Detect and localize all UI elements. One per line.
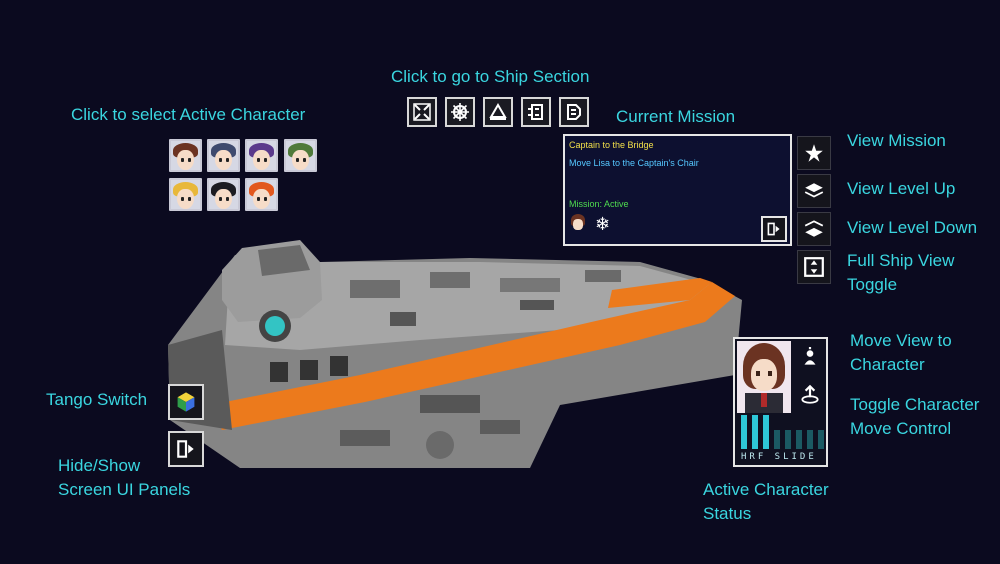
status-bar (763, 415, 769, 449)
science-icon (489, 103, 507, 120)
annot-view-mission: View Mission (847, 131, 946, 150)
dock-icon (567, 104, 581, 120)
character-portrait[interactable] (207, 178, 240, 211)
annot-view-level-down: View Level Down (847, 218, 978, 237)
mission-title: Captain to the Bridge (569, 140, 654, 150)
view-level-down-button[interactable] (797, 212, 831, 246)
character-portrait[interactable] (169, 139, 202, 172)
annot-full-ship-view-1: Full Ship View (847, 251, 955, 270)
active-character-status-panel: HRF SLIDE (733, 337, 828, 467)
status-bar (785, 430, 791, 449)
annot-active-character: Click to select Active Character (71, 105, 306, 124)
status-bar (741, 415, 747, 449)
annot-move-view-1: Move View to (850, 331, 952, 350)
annot-toggle-move-2: Move Control (850, 419, 952, 438)
annot-view-level-up: View Level Up (847, 179, 956, 198)
captain-portrait-icon (569, 214, 587, 236)
annot-toggle-move-1: Toggle Character (850, 395, 980, 414)
mission-task: Move Lisa to the Captain's Chair (569, 158, 699, 168)
status-bar (796, 430, 802, 449)
view-mission-button[interactable] (797, 136, 831, 170)
panel-toggle-icon (177, 440, 194, 458)
full-ship-view-button[interactable] (797, 250, 831, 284)
snowflake-icon: ❄ (595, 214, 611, 234)
hide-show-panels-button[interactable] (168, 431, 204, 467)
annot-full-ship-view-2: Toggle (847, 275, 898, 294)
move-view-to-character-button[interactable] (795, 343, 825, 373)
annot-hide-show-2: Screen UI Panels (58, 480, 191, 499)
tango-cube-icon (177, 392, 195, 412)
annot-char-status-2: Status (703, 504, 752, 523)
helm-section-button[interactable] (445, 97, 475, 127)
science-section-button[interactable] (483, 97, 513, 127)
tango-switch-button[interactable] (168, 384, 204, 420)
person-pin-icon (804, 347, 816, 365)
character-portrait[interactable] (207, 139, 240, 172)
move-target-icon (801, 384, 819, 404)
active-character-portrait[interactable] (737, 341, 791, 413)
character-portrait[interactable] (245, 139, 278, 172)
annot-current-mission: Current Mission (616, 107, 736, 126)
fullscreen-icon (804, 257, 824, 277)
character-portrait[interactable] (245, 178, 278, 211)
layers-down-icon (804, 220, 824, 237)
mission-panel: Captain to the Bridge Move Lisa to the C… (563, 134, 792, 246)
status-bar (774, 430, 780, 449)
mission-star-icon (805, 144, 823, 162)
dock-section-button[interactable] (559, 97, 589, 127)
layers-up-icon (804, 183, 824, 198)
annot-tango-switch: Tango Switch (46, 390, 148, 409)
status-bar (752, 415, 758, 449)
ship-orange-stripe (210, 282, 735, 430)
status-bar (818, 430, 824, 449)
status-bar (807, 430, 813, 449)
panel-toggle-icon (767, 222, 780, 236)
status-labels: HRF SLIDE (741, 452, 817, 462)
helm-wheel-icon (451, 103, 469, 121)
annot-ship-section: Click to go to Ship Section (391, 67, 590, 86)
engine-section-button[interactable] (521, 97, 551, 127)
engine-icon (528, 104, 543, 120)
annot-char-status-1: Active Character (703, 480, 829, 499)
annot-move-view-2: Character (850, 355, 925, 374)
mission-panel-toggle-button[interactable] (761, 216, 787, 242)
view-level-up-button[interactable] (797, 174, 831, 208)
annot-hide-show-1: Hide/Show (58, 456, 141, 475)
toggle-character-move-button[interactable] (795, 379, 825, 409)
character-portrait[interactable] (169, 178, 202, 211)
crosshair-icon (413, 103, 431, 121)
character-portrait[interactable] (284, 139, 317, 172)
crosshair-section-button[interactable] (407, 97, 437, 127)
mission-status: Mission: Active (569, 199, 629, 209)
